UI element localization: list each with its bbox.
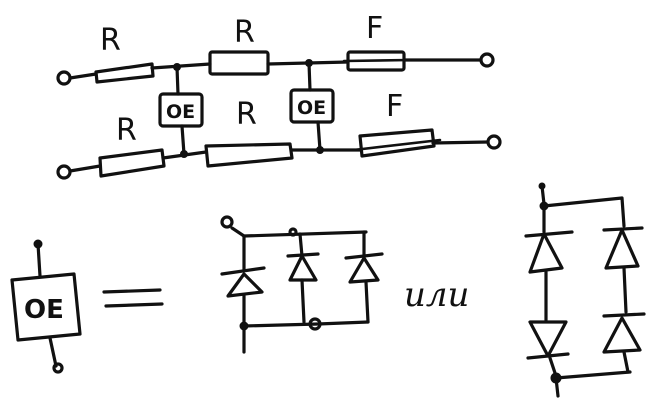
row2-label-1: R [116,113,137,148]
row1-label-2: R [234,15,255,50]
oe-symbol: OE [10,239,82,374]
row1-label-3: F [366,11,383,46]
row2-label-2: R [236,97,257,132]
diode-1 [220,266,266,328]
row1-right-terminal [479,52,495,68]
row2-left-terminal [56,164,72,180]
diode-7 [602,312,646,374]
diode-3 [344,252,384,324]
diode-circuit-1-top-terminal [220,215,234,229]
top-circuit: R R F R R F OE [56,11,502,180]
diode-4 [524,230,574,322]
row1-left-terminal [56,70,72,86]
diode-circuit-1 [220,215,384,354]
row1-resistor-1 [94,62,155,84]
link-2: OE [289,59,335,154]
row2-wire [56,134,502,180]
row2-fuse [352,128,442,158]
connector-word: или [404,275,469,315]
row2-label-3: F [386,89,403,124]
diode-5 [602,226,644,314]
oe-element-2-label: OE [297,97,326,119]
diode-2 [286,252,320,324]
oe-symbol-box [10,272,82,342]
equals-sign [102,288,164,308]
diode-circuit-2 [524,182,646,398]
diode-6 [526,320,570,378]
oe-element-2 [289,88,335,124]
row1-label-1: R [100,23,121,58]
row1-resistor-2 [208,50,270,76]
link-1: OE [158,63,204,158]
row1-fuse [342,50,412,72]
row2-resistor-1 [98,148,166,178]
oe-symbol-label: OE [24,295,64,325]
oe-element-1-label: OE [166,101,195,123]
row2-resistor-2 [204,142,294,168]
row2-right-terminal [486,134,502,150]
